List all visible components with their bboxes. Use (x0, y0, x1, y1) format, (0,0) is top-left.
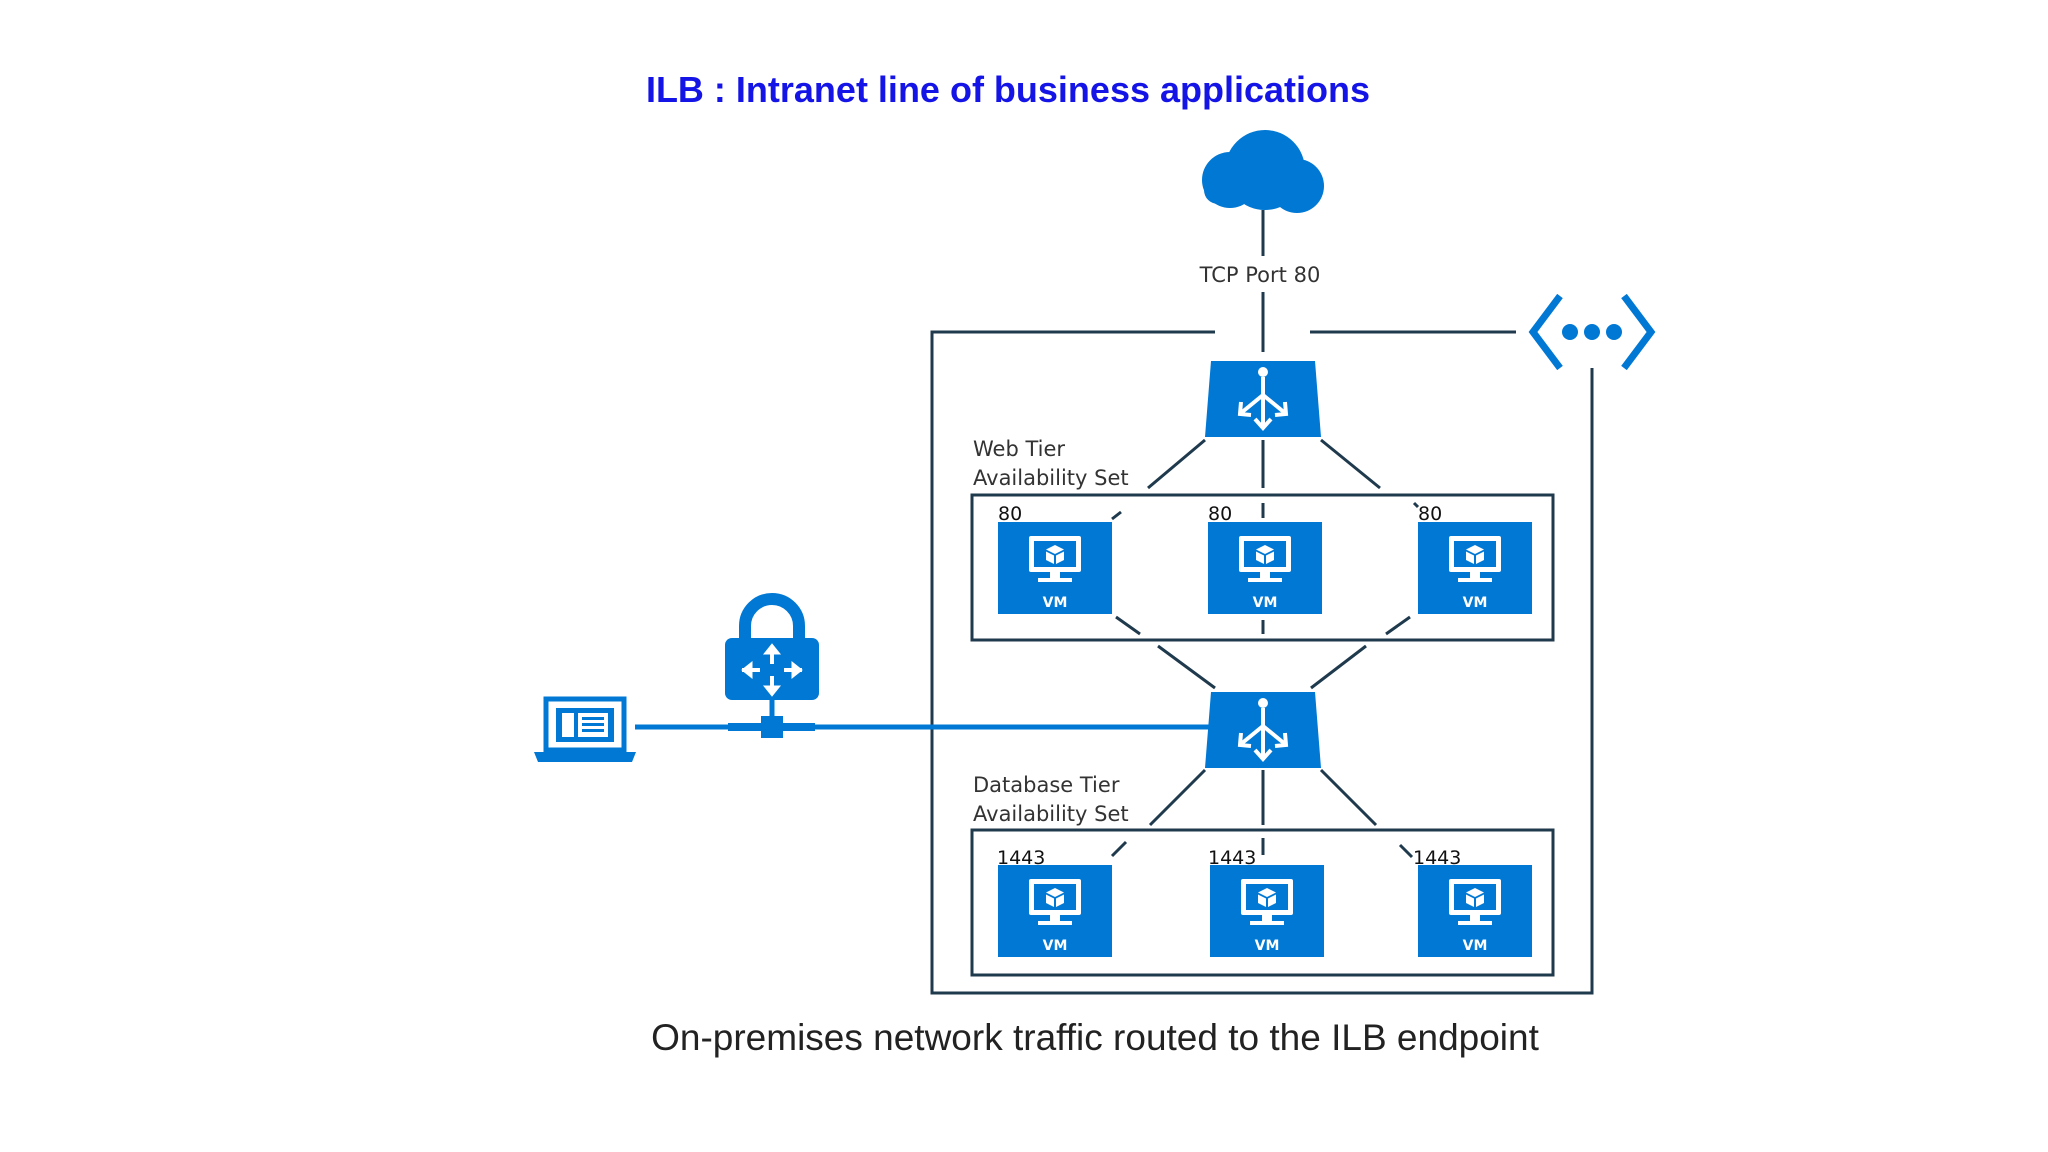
db-tier-label-line1: Database Tier (973, 773, 1120, 797)
vm-label: VM (1043, 595, 1068, 611)
cloud-icon (1202, 130, 1324, 213)
database-tier-load-balancer-icon (1203, 690, 1323, 770)
vm-label: VM (1463, 595, 1488, 611)
web-vm-port-2: 80 (1208, 503, 1232, 525)
laptop-icon (534, 696, 636, 762)
diagram-title: ILB : Intranet line of business applicat… (646, 69, 1370, 110)
web-tier-label-line1: Web Tier (973, 437, 1065, 461)
db-tier-label-line2: Availability Set (973, 802, 1129, 826)
virtual-network-icon (1528, 293, 1656, 371)
db-vm-1: VM (998, 865, 1112, 957)
vm-label: VM (1043, 938, 1068, 954)
web-tier-load-balancer-icon (1203, 359, 1323, 439)
db-vm-port-3: 1443 (1413, 847, 1461, 869)
web-tier-label-line2: Availability Set (973, 466, 1129, 490)
connector-lines (930, 210, 1594, 995)
vpn-gateway-lock-icon (725, 593, 819, 738)
tcp-port-label: TCP Port 80 (1199, 263, 1321, 287)
web-vm-2: VM (1208, 522, 1322, 614)
vm-label: VM (1255, 938, 1280, 954)
vm-label: VM (1253, 595, 1278, 611)
db-vm-3: VM (1418, 865, 1532, 957)
web-vm-port-1: 80 (998, 503, 1022, 525)
diagram-caption: On-premises network traffic routed to th… (651, 1017, 1540, 1058)
vm-label: VM (1463, 938, 1488, 954)
web-vm-1: VM (998, 522, 1112, 614)
db-vm-port-2: 1443 (1208, 847, 1256, 869)
web-vm-port-3: 80 (1418, 503, 1442, 525)
db-vm-2: VM (1210, 865, 1324, 957)
db-vm-port-1: 1443 (997, 847, 1045, 869)
web-vm-3: VM (1418, 522, 1532, 614)
